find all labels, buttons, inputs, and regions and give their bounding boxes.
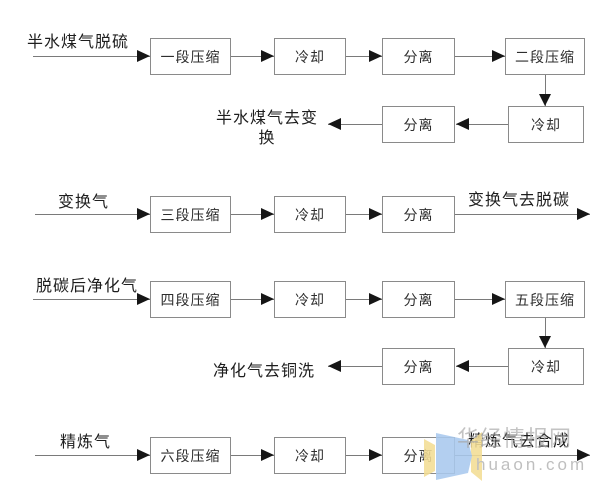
flow3-input-label: 脱碳后净化气 <box>36 278 139 295</box>
huaon-logo-icon <box>424 432 482 481</box>
flow1-arrow-line <box>456 124 508 125</box>
flow3-arrow-line <box>231 299 274 300</box>
flow1-arrow-line <box>328 124 382 125</box>
flow2-sep-box: 分离 <box>382 196 455 233</box>
flow1-stage2-box: 二段压缩 <box>505 38 585 75</box>
arrow-left-icon <box>328 118 341 130</box>
flow1-down-line <box>545 75 546 106</box>
flow4-output-label: 精炼气去合成 <box>468 433 571 450</box>
flow3-cool-box: 冷却 <box>274 281 346 318</box>
flow1-cool2-box: 冷却 <box>508 106 584 143</box>
arrow-right-icon <box>369 293 382 305</box>
flow2-cool-box: 冷却 <box>274 196 346 233</box>
flow1-output-label: 半水煤气去变换 <box>215 110 318 147</box>
flow1-sep-box: 分离 <box>382 38 455 75</box>
arrow-right-icon <box>369 208 382 220</box>
arrow-right-icon <box>261 208 274 220</box>
flow3-down-line <box>545 318 546 348</box>
flow2-input-arrow-line <box>35 214 150 215</box>
flow1-sep2-box: 分离 <box>382 106 455 143</box>
arrow-right-icon <box>369 50 382 62</box>
flow3-input-arrow-line <box>33 299 150 300</box>
arrow-right-icon <box>137 208 150 220</box>
flow1-arrow-line <box>231 56 274 57</box>
flow2-output-arrow-line <box>455 214 590 215</box>
arrow-left-icon <box>456 360 469 372</box>
flow3-output-label: 净化气去铜洗 <box>213 363 316 380</box>
flow3-sep2-box: 分离 <box>382 348 455 385</box>
flow2-stage-box: 三段压缩 <box>150 196 231 233</box>
flow4-arrow-line <box>231 455 274 456</box>
flow3-arrow-line <box>346 299 382 300</box>
arrow-right-icon <box>137 293 150 305</box>
flow3-arrow-line <box>456 366 508 367</box>
flow1-arrow-line <box>346 56 382 57</box>
flow4-input-label: 精炼气 <box>60 434 112 451</box>
flow1-stage-box: 一段压缩 <box>150 38 231 75</box>
flow3-arrow-line <box>455 299 505 300</box>
arrow-left-icon <box>328 360 341 372</box>
flow4-output-arrow-line <box>455 455 590 456</box>
flow4-stage-box: 六段压缩 <box>150 437 231 474</box>
arrow-right-icon <box>137 50 150 62</box>
flow3-stage-box: 四段压缩 <box>150 281 231 318</box>
flow4-cool-box: 冷却 <box>274 437 346 474</box>
flow1-input-arrow-line <box>33 56 150 57</box>
arrow-right-icon <box>492 50 505 62</box>
flow2-arrow-line <box>231 214 274 215</box>
arrow-down-icon <box>539 336 551 348</box>
flow3-stage2-box: 五段压缩 <box>505 281 585 318</box>
flow2-arrow-line <box>346 214 382 215</box>
flow3-sep-box: 分离 <box>382 281 455 318</box>
flow3-cool2-box: 冷却 <box>508 348 584 385</box>
arrow-down-icon <box>539 94 551 106</box>
arrow-right-icon <box>261 50 274 62</box>
flow1-input-label: 半水煤气脱硫 <box>27 34 130 51</box>
flow4-arrow-line <box>346 455 382 456</box>
arrow-right-icon <box>577 208 590 220</box>
arrow-left-icon <box>456 118 469 130</box>
flow1-arrow-line <box>455 56 505 57</box>
arrow-right-icon <box>137 449 150 461</box>
arrow-right-icon <box>492 293 505 305</box>
arrow-right-icon <box>369 449 382 461</box>
arrow-right-icon <box>261 293 274 305</box>
flow3-arrow-line <box>328 366 382 367</box>
flow1-cool-box: 冷却 <box>274 38 346 75</box>
flow2-output-label: 变换气去脱碳 <box>468 192 571 209</box>
watermark-site-name: 华经情报网 <box>457 426 573 451</box>
arrow-right-icon <box>577 449 590 461</box>
arrow-right-icon <box>261 449 274 461</box>
flow2-input-label: 变换气 <box>58 194 110 211</box>
watermark-site-url: huaon.com <box>476 455 588 474</box>
flow4-input-arrow-line <box>35 455 150 456</box>
